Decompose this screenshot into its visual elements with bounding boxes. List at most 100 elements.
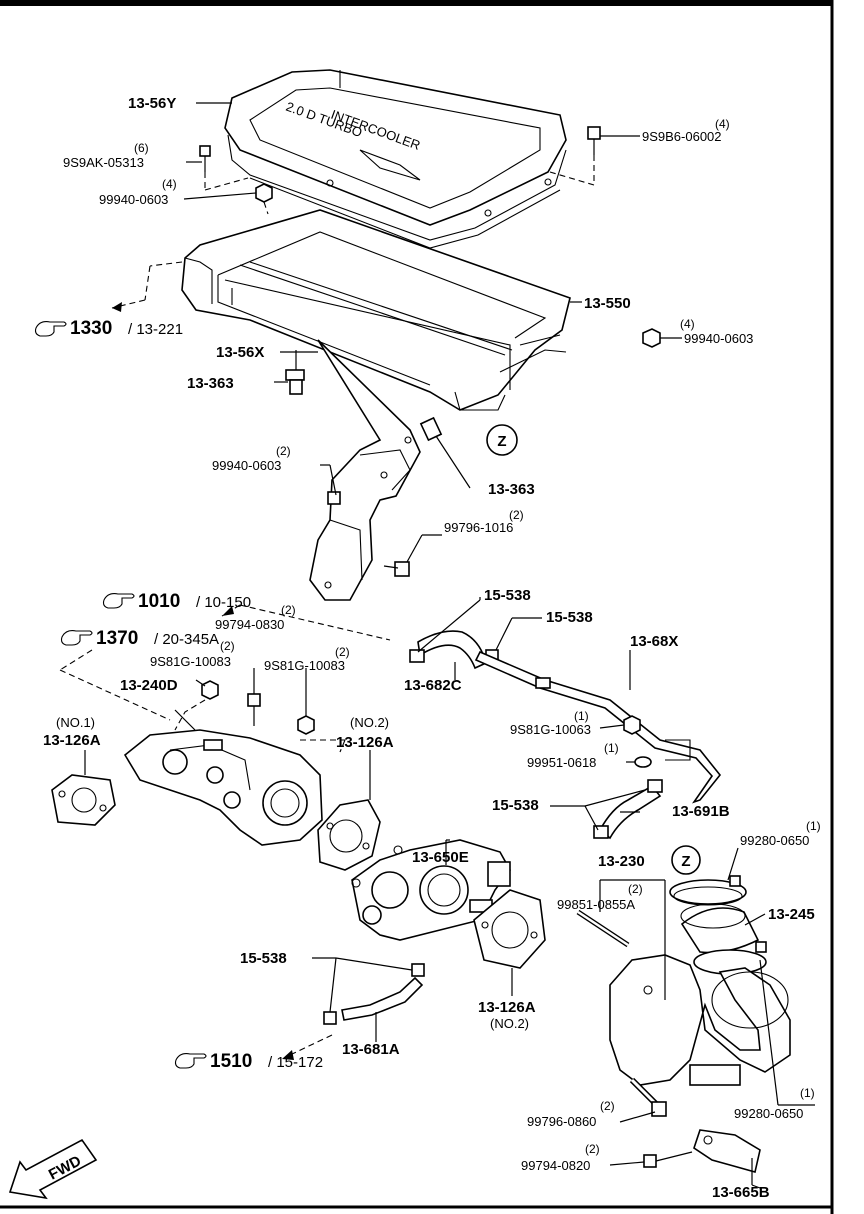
nut-9S81G-10063: [623, 715, 641, 735]
label-99794-0830: 99794-0830: [215, 617, 284, 632]
gasket-13-126A-no2-upper: [317, 799, 381, 871]
label-9S9AK-05313: 9S9AK-05313: [63, 155, 144, 170]
pointing-hand-icon: [34, 321, 67, 337]
stud-99794-0830: [247, 693, 261, 726]
qty-99851: (2): [628, 882, 643, 896]
pipe-13-230: [609, 954, 791, 1086]
fwd-arrow-icon: FWD: [8, 1138, 98, 1200]
ref-1010-number: 1010: [138, 591, 180, 612]
label-99794-0820: 99794-0820: [521, 1158, 590, 1173]
ref-1370-number: 1370: [96, 628, 138, 649]
mount-13-363-b: [419, 416, 471, 489]
zone-z-label-b: Z: [681, 853, 690, 870]
label-13-363-a: 13-363: [187, 375, 234, 392]
qty-9S81G-10063: (1): [574, 709, 589, 723]
label-13-665B: 13-665B: [712, 1184, 770, 1201]
label-99796-0860: 99796-0860: [527, 1114, 596, 1129]
label-13-363-b: 13-363: [488, 481, 535, 498]
intercooler-cover: 2.0 D TURBO INTERCOOLER: [224, 69, 567, 249]
qty-99796-1016: (2): [509, 508, 524, 522]
label-99951-0618: 99951-0618: [527, 755, 596, 770]
nut-9S81G-10083-b: [297, 715, 315, 735]
label-99940-0603-b: 99940-0603: [684, 331, 753, 346]
label-9S81G-10083-b: 9S81G-10083: [264, 658, 345, 673]
qty-99940-b: (4): [680, 317, 695, 331]
washer-99951: [634, 756, 652, 768]
label-13-550: 13-550: [584, 295, 631, 312]
elbow-13-240D: [123, 729, 323, 846]
hose-13-681A: [323, 963, 425, 1025]
hose-13-245: [680, 903, 760, 954]
label-99280-0650-b: 99280-0650: [734, 1106, 803, 1121]
ref-1330-page: / 13-221: [128, 321, 183, 338]
label-9S81G-10083-a: 9S81G-10083: [150, 654, 231, 669]
bolt-9S9AK: [199, 145, 249, 191]
qty-99280-b: (1): [800, 1086, 815, 1100]
label-9S81G-10063: 9S81G-10063: [510, 722, 591, 737]
label-13-230: 13-230: [598, 853, 645, 870]
label-13-681A: 13-681A: [342, 1041, 400, 1058]
qty-99794-0830: (2): [281, 603, 296, 617]
label-99851-0855A: 99851-0855A: [557, 897, 635, 912]
label-no1: (NO.1): [56, 715, 95, 730]
pointing-hand-icon: [174, 1053, 207, 1069]
qty-99940-a: (4): [162, 177, 177, 191]
zone-z-marker-b: [671, 845, 701, 875]
bracket-13-665B: [693, 1129, 761, 1173]
clamp-99280-a: [669, 875, 747, 906]
label-13-691B: 13-691B: [672, 803, 730, 820]
label-13-126A-no2: 13-126A: [336, 734, 394, 751]
qty-9S81G-b: (2): [335, 645, 350, 659]
label-13-56X: 13-56X: [216, 344, 264, 361]
label-15-538-d: 15-538: [240, 950, 287, 967]
mount-13-363-a: [285, 350, 305, 395]
qty-99796-0860: (2): [600, 1099, 615, 1113]
label-no2-lower: (NO.2): [490, 1016, 529, 1031]
label-9S9B6-06002: 9S9B6-06002: [642, 129, 722, 144]
top-border: [0, 0, 832, 6]
bolt-99796-1016: [383, 534, 423, 577]
ref-1330[interactable]: 1330 / 13-221: [34, 318, 184, 339]
nut-99940-b: [642, 328, 661, 348]
zone-z-label-a: Z: [497, 433, 506, 450]
ref-1510-number: 1510: [210, 1051, 252, 1072]
label-13-56Y: 13-56Y: [128, 95, 176, 112]
label-13-240D: 13-240D: [120, 677, 178, 694]
pipe-13-68X: [474, 650, 722, 804]
zone-z-marker-a: [486, 424, 518, 456]
label-13-682C: 13-682C: [404, 677, 462, 694]
label-13-68X: 13-68X: [630, 633, 678, 650]
qty-99940-c: (2): [276, 444, 291, 458]
qty-9S9AK: (6): [134, 141, 149, 155]
ref-1010[interactable]: 1010 / 10-150: [102, 591, 252, 612]
ref-1330-number: 1330: [70, 318, 112, 339]
gasket-13-126A-no1: [51, 774, 116, 826]
intercooler-core: [181, 209, 571, 411]
bolt-99796-0860: [629, 1077, 667, 1117]
label-13-126A-no1: 13-126A: [43, 732, 101, 749]
throttle-body-13-650E: [351, 839, 511, 941]
label-13-650E: 13-650E: [412, 849, 469, 866]
bolt-9S9B6: [549, 126, 601, 186]
pointing-hand-icon: [60, 630, 93, 646]
label-99796-1016: 99796-1016: [444, 520, 513, 535]
label-99940-0603-c: 99940-0603: [212, 458, 281, 473]
ref-1510-page: / 15-172: [268, 1054, 323, 1071]
nut-9S81G-10083-a: [201, 680, 219, 700]
label-99280-0650-a: 99280-0650: [740, 833, 809, 848]
qty-99794-0820: (2): [585, 1142, 600, 1156]
label-15-538-c: 15-538: [492, 797, 539, 814]
ref-1010-page: / 10-150: [196, 594, 251, 611]
label-15-538-b: 15-538: [546, 609, 593, 626]
ref-1510[interactable]: 1510 / 15-172: [174, 1051, 324, 1072]
stud-99851-0855A: [576, 909, 630, 948]
nut-99940-a: [255, 183, 273, 215]
ref-1370[interactable]: 1370 / 20-345A: [60, 628, 220, 649]
hose-13-691B: [593, 779, 663, 840]
pointing-hand-icon: [102, 593, 135, 609]
label-15-538-a: 15-538: [484, 587, 531, 604]
label-99940-0603-a: 99940-0603: [99, 192, 168, 207]
ref-1370-page: / 20-345A: [154, 631, 219, 648]
qty-9S9B6: (4): [715, 117, 730, 131]
